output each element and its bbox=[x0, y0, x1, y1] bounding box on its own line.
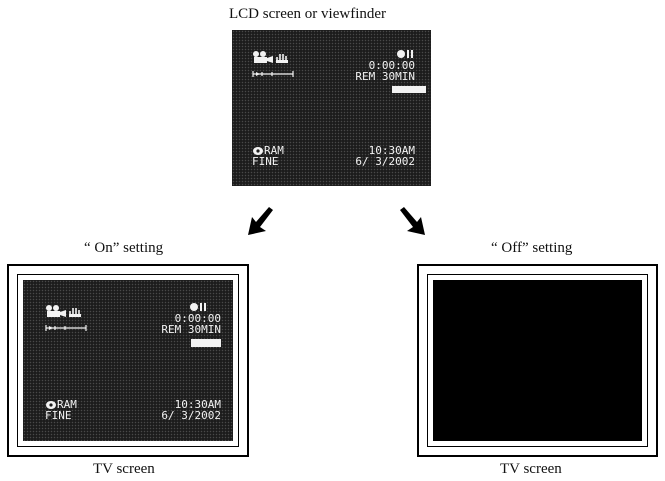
tv-frame-off bbox=[417, 264, 658, 457]
hand-shake-icon bbox=[69, 308, 81, 317]
lcd-screen: 0:00:00 REM 30MIN RAM FINE 10:30AM 6/ 3/… bbox=[232, 30, 431, 186]
clock: 10:30AM bbox=[368, 144, 415, 157]
date: 6/ 3/2002 bbox=[161, 409, 221, 422]
remaining-time: REM 30MIN bbox=[161, 323, 221, 336]
tv-screen-label-on: TV screen bbox=[93, 461, 155, 477]
on-setting-label: “ On” setting bbox=[84, 240, 164, 256]
remaining-bar bbox=[392, 86, 426, 93]
record-pause-icon bbox=[397, 50, 413, 58]
arrow-down-right-icon bbox=[400, 207, 425, 235]
remaining-time: REM 30MIN bbox=[355, 70, 415, 83]
tv-screen-on: 0:00:00 REM 30MIN RAM FINE 10:30AM 6/ 3/… bbox=[23, 280, 233, 441]
tv-screen-label-off: TV screen bbox=[500, 461, 562, 477]
time-code: 0:00:00 bbox=[368, 59, 415, 72]
zoom-bar-icon bbox=[45, 325, 87, 331]
memory-type: RAM bbox=[264, 144, 284, 157]
remaining-bar bbox=[191, 339, 221, 347]
lcd-caption: LCD screen or viewfinder bbox=[229, 6, 387, 22]
memory-icon bbox=[46, 401, 56, 409]
camera-icon bbox=[253, 51, 273, 63]
date: 6/ 3/2002 bbox=[355, 155, 415, 168]
memory-type: RAM bbox=[57, 398, 77, 411]
tv-inner-border-off bbox=[427, 274, 648, 447]
record-pause-icon bbox=[190, 303, 206, 311]
memory-icon bbox=[253, 147, 263, 155]
tv-inner-border-on bbox=[17, 274, 239, 447]
off-setting-label: “ Off” setting bbox=[491, 240, 573, 256]
clock: 10:30AM bbox=[174, 398, 221, 411]
arrow-down-left-icon bbox=[248, 207, 273, 235]
zoom-bar-icon bbox=[252, 71, 294, 77]
quality-mode: FINE bbox=[45, 409, 72, 422]
time-code: 0:00:00 bbox=[174, 312, 221, 325]
quality-mode: FINE bbox=[252, 155, 279, 168]
camera-icon bbox=[46, 305, 66, 317]
tv-screen-off bbox=[433, 280, 642, 441]
hand-shake-icon bbox=[276, 54, 288, 63]
tv-frame-on: 0:00:00 REM 30MIN RAM FINE 10:30AM 6/ 3/… bbox=[7, 264, 249, 457]
